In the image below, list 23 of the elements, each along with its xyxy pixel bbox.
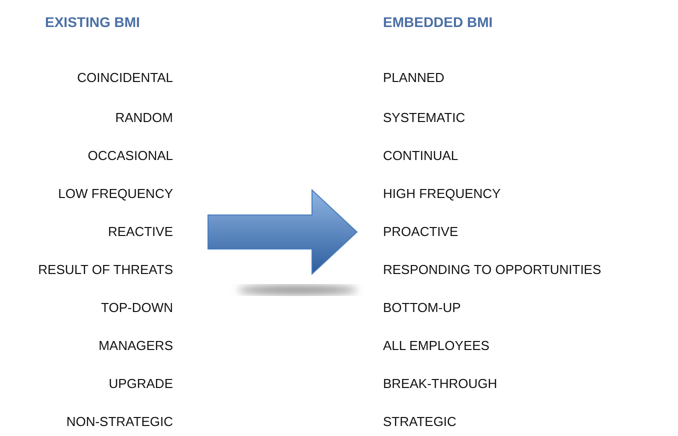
list-item: RESPONDING TO OPPORTUNITIES (383, 262, 602, 278)
list-item: NON-STRATEGIC (66, 414, 173, 430)
column-heading: EXISTING BMI (45, 14, 140, 30)
list-item: SYSTEMATIC (383, 110, 466, 126)
list-item: ALL EMPLOYEES (383, 338, 490, 354)
list-item: LOW FREQUENCY (58, 186, 173, 202)
list-item: BREAK-THROUGH (383, 376, 498, 392)
list-item: STRATEGIC (383, 414, 456, 430)
list-item: REACTIVE (108, 224, 173, 240)
list-item: OCCASIONAL (88, 148, 173, 164)
list-item: MANAGERS (98, 338, 173, 354)
block-arrow (208, 188, 358, 276)
list-item: PROACTIVE (383, 224, 458, 240)
list-item: UPGRADE (108, 376, 173, 392)
list-item: RANDOM (115, 110, 173, 126)
column-heading: EMBEDDED BMI (383, 14, 493, 30)
list-item: COINCIDENTAL (77, 70, 173, 86)
list-item: RESULT OF THREATS (38, 262, 173, 278)
list-item: PLANNED (383, 70, 444, 86)
list-item: TOP-DOWN (101, 300, 173, 316)
list-item: BOTTOM-UP (383, 300, 461, 316)
list-item: CONTINUAL (383, 148, 458, 164)
list-item: HIGH FREQUENCY (383, 186, 501, 202)
